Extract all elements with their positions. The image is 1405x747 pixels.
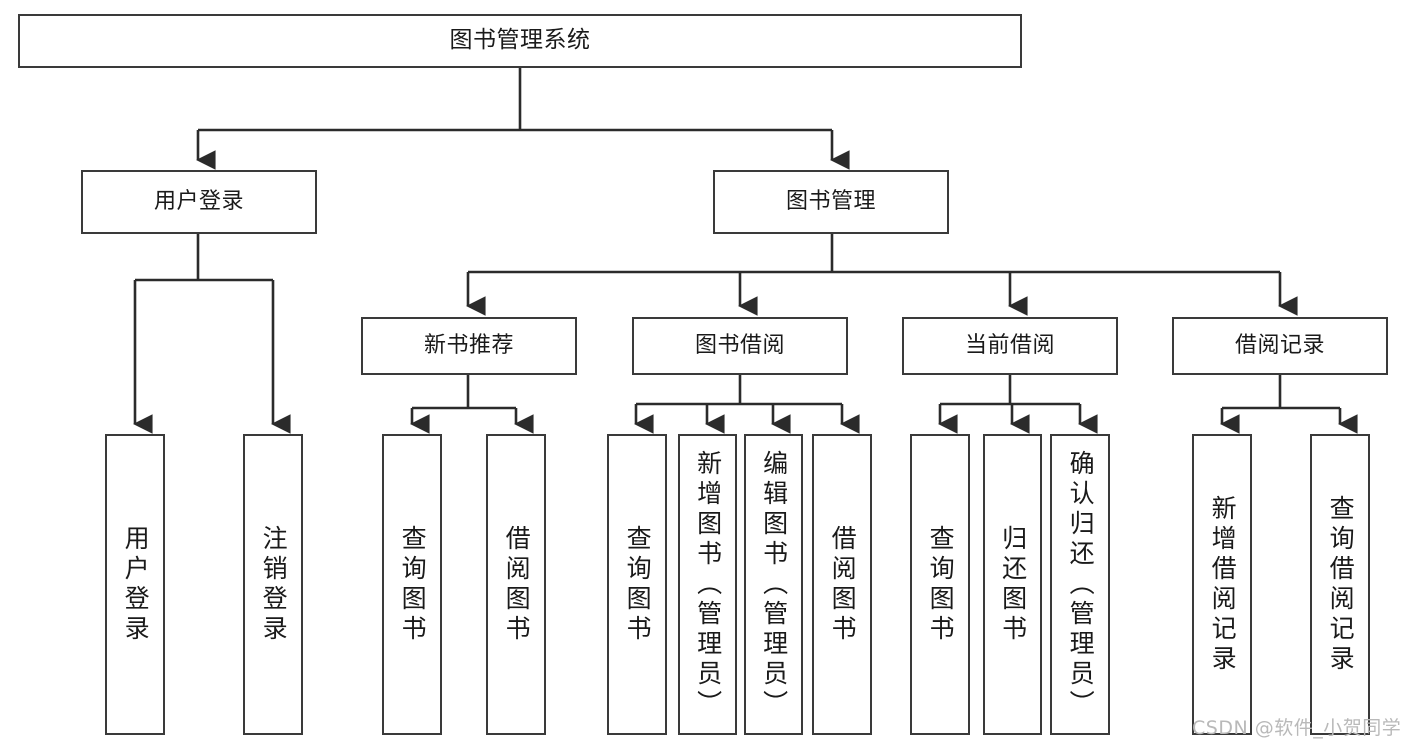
node-leaf-user-login[interactable]: 用户登录 bbox=[105, 434, 165, 735]
node-leaf-rec-borrow[interactable]: 借阅图书 bbox=[486, 434, 546, 735]
node-label: 当前借阅 bbox=[964, 333, 1055, 359]
node-book-manage[interactable]: 图书管理 bbox=[713, 170, 949, 234]
node-book-borrow[interactable]: 图书借阅 bbox=[632, 317, 848, 375]
node-leaf-cur-query[interactable]: 查询图书 bbox=[910, 434, 970, 735]
node-label: 借阅图书 bbox=[828, 524, 858, 645]
node-root[interactable]: 图书管理系统 bbox=[18, 14, 1022, 68]
node-current-borrow[interactable]: 当前借阅 bbox=[902, 317, 1118, 375]
node-leaf-rec-query[interactable]: 查询图书 bbox=[382, 434, 442, 735]
csdn-watermark: CSDN @软件_小贺同学 bbox=[1192, 717, 1402, 739]
node-leaf-cur-confirm[interactable]: 确认归还（管理员） bbox=[1050, 434, 1110, 735]
node-label: 编辑图书（管理员） bbox=[759, 449, 789, 720]
node-leaf-borrow-add[interactable]: 新增图书（管理员） bbox=[678, 434, 737, 735]
node-leaf-borrow-edit[interactable]: 编辑图书（管理员） bbox=[744, 434, 803, 735]
node-leaf-borrow-query[interactable]: 查询图书 bbox=[607, 434, 667, 735]
node-label: 确认归还（管理员） bbox=[1066, 449, 1096, 720]
node-new-book-rec[interactable]: 新书推荐 bbox=[361, 317, 577, 375]
node-label: 用户登录 bbox=[153, 189, 244, 215]
node-label: 新增借阅记录 bbox=[1208, 494, 1238, 675]
node-leaf-cur-return[interactable]: 归还图书 bbox=[983, 434, 1042, 735]
node-label: 图书管理 bbox=[785, 189, 876, 215]
node-leaf-rec-add[interactable]: 新增借阅记录 bbox=[1192, 434, 1252, 735]
node-label: 图书借阅 bbox=[694, 333, 785, 359]
node-label: 查询借阅记录 bbox=[1326, 494, 1356, 675]
node-label: 查询图书 bbox=[926, 524, 956, 645]
node-leaf-user-logout[interactable]: 注销登录 bbox=[243, 434, 303, 735]
node-label: 查询图书 bbox=[398, 524, 428, 645]
node-label: 新增图书（管理员） bbox=[693, 449, 723, 720]
node-label: 注销登录 bbox=[259, 524, 289, 645]
node-leaf-borrow-do[interactable]: 借阅图书 bbox=[812, 434, 872, 735]
node-label: 查询图书 bbox=[623, 524, 653, 645]
node-label: 借阅图书 bbox=[502, 524, 532, 645]
node-borrow-record[interactable]: 借阅记录 bbox=[1172, 317, 1388, 375]
node-label: 用户登录 bbox=[121, 524, 151, 645]
node-label: 归还图书 bbox=[998, 524, 1028, 645]
node-leaf-rec-query2[interactable]: 查询借阅记录 bbox=[1310, 434, 1370, 735]
node-user-login[interactable]: 用户登录 bbox=[81, 170, 317, 234]
node-label: 新书推荐 bbox=[423, 333, 514, 359]
node-label: 借阅记录 bbox=[1234, 333, 1325, 359]
node-label: 图书管理系统 bbox=[449, 27, 591, 54]
